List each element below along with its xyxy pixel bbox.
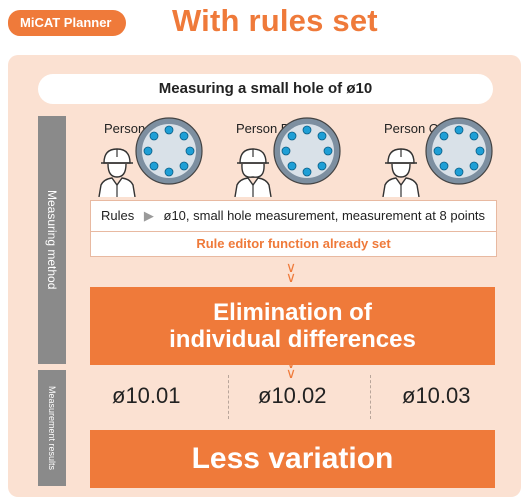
worker-icon — [382, 148, 420, 197]
double-chevron-down-icon: ∨∨ — [285, 355, 297, 381]
result-box: Less variation — [90, 430, 495, 488]
hole-plate-icon — [135, 117, 203, 185]
side-label-method-text: Measuring method — [45, 190, 59, 290]
rules-label: Rules — [101, 208, 135, 223]
measurement-value: ø10.02 — [258, 383, 327, 408]
triangle-arrow-icon: ▶ — [143, 208, 154, 223]
worker-icon — [98, 148, 136, 197]
page-title: With rules set — [172, 3, 378, 38]
side-label-results: Measurement results — [38, 370, 66, 486]
rules-text: ø10, small hole measurement, measurement… — [163, 208, 486, 223]
product-badge: MiCAT Planner — [8, 10, 126, 36]
divider — [228, 375, 229, 419]
divider — [370, 375, 371, 419]
hole-plate-icon — [273, 117, 341, 185]
double-chevron-down-icon: ∨∨ — [285, 259, 297, 285]
side-label-results-text: Measurement results — [47, 385, 57, 471]
person-c-label: Person C — [384, 121, 439, 136]
rules-box: Rules ▶ ø10, small hole measurement, mea… — [90, 200, 497, 232]
side-label-method: Measuring method — [38, 116, 66, 364]
task-title: Measuring a small hole of ø10 — [38, 74, 493, 104]
hole-plate-icon — [425, 117, 493, 185]
elimination-line1: Elimination of — [213, 299, 372, 326]
editor-status: Rule editor function already set — [90, 231, 497, 257]
worker-icon — [234, 148, 272, 197]
header: MiCAT Planner With rules set — [0, 0, 529, 50]
measurement-value: ø10.01 — [112, 383, 181, 408]
person-b-label: Person B — [236, 121, 290, 136]
elimination-box: Elimination of individual differences — [90, 287, 495, 365]
elimination-line2: individual differences — [169, 326, 416, 353]
measurement-value: ø10.03 — [402, 383, 471, 408]
